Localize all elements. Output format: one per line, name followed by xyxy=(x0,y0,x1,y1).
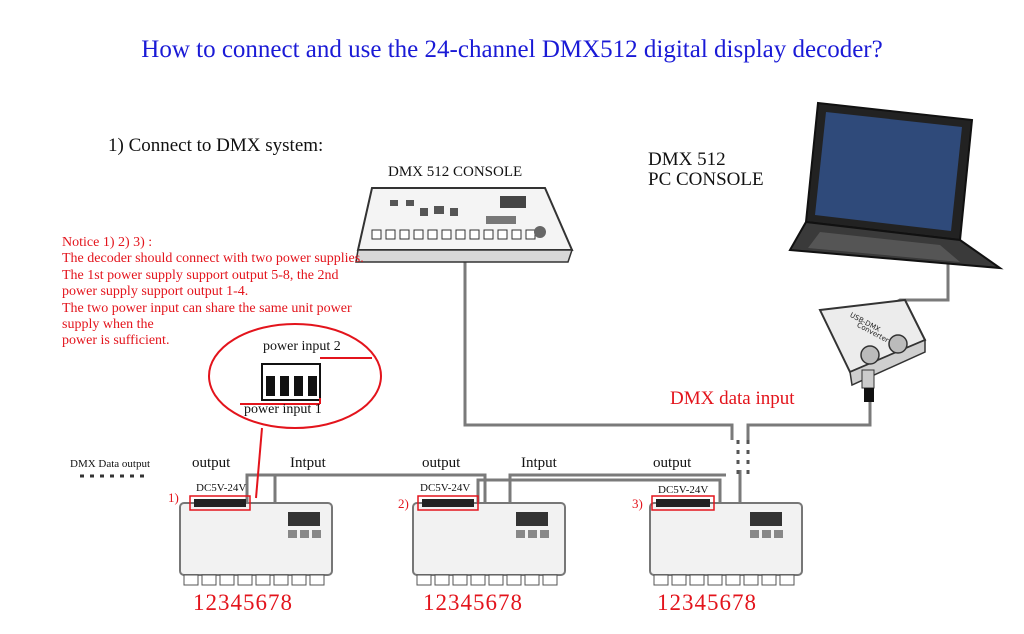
decoder-3-index: 3) xyxy=(632,496,643,511)
converter-dmx-cable xyxy=(746,395,872,440)
decoder-2 xyxy=(412,495,566,586)
cables xyxy=(245,250,950,505)
page-title: How to connect and use the 24-channel DM… xyxy=(141,36,883,63)
decoder-2-channels: 12345678 xyxy=(423,590,523,615)
dmx-data-output-label: DMX Data output xyxy=(70,458,151,470)
power-input-2-label: power input 2 xyxy=(263,339,341,354)
decoder-3-output-label: output xyxy=(653,455,692,471)
decoder-1-index: 1) xyxy=(168,490,179,505)
decoder-2-voltage: DC5V-24V xyxy=(420,482,471,494)
decoder-2-input-label: Intput xyxy=(521,455,557,471)
usb-dmx-converter: USB-DMX Converter xyxy=(818,298,927,402)
notice-line: The two power input can share the same u… xyxy=(62,300,352,316)
laptop-icon xyxy=(788,101,1004,270)
decoder-1-voltage: DC5V-24V xyxy=(196,482,247,494)
decoder-2-index: 2) xyxy=(398,496,409,511)
notice-line: The decoder should connect with two powe… xyxy=(62,251,364,267)
dmx-data-input-label: DMX data input xyxy=(670,388,795,409)
dmx-dashes xyxy=(736,440,750,480)
decoder-1-output-label: output xyxy=(192,455,231,471)
decoder-units xyxy=(179,495,803,586)
console-label: DMX 512 CONSOLE xyxy=(388,164,523,180)
notice-line: power is sufficient. xyxy=(62,333,170,349)
power-input-zoom xyxy=(208,323,382,499)
decoder-2-output-label: output xyxy=(422,455,461,471)
pc-console-label-line1: DMX 512 xyxy=(648,149,726,170)
decoder-1 xyxy=(179,495,333,586)
notice-heading: Notice 1) 2) 3) : xyxy=(62,235,153,250)
link-cable-2b xyxy=(508,473,726,505)
decoder-1-channels: 12345678 xyxy=(193,590,293,615)
decoder-1-input-label: Intput xyxy=(290,455,326,471)
pc-console-label-line2: PC CONSOLE xyxy=(648,169,764,190)
notice-line: supply when the xyxy=(62,317,154,333)
notice-line: The 1st power supply support output 5-8,… xyxy=(62,267,339,283)
power-input-1-label: power input 1 xyxy=(244,402,322,417)
link-cable-2 xyxy=(476,478,722,505)
decoder-3 xyxy=(649,495,803,586)
notice-block: Notice 1) 2) 3) : The decoder should con… xyxy=(62,235,422,350)
decoder-3-channels: 12345678 xyxy=(657,590,757,615)
step-label: 1) Connect to DMX system: xyxy=(108,135,324,156)
link-cable-1 xyxy=(245,473,487,505)
console-cable xyxy=(463,250,734,440)
dmx-console xyxy=(355,187,574,263)
notice-line: power supply support output 1-4. xyxy=(62,284,249,300)
decoder-3-voltage: DC5V-24V xyxy=(658,484,709,496)
